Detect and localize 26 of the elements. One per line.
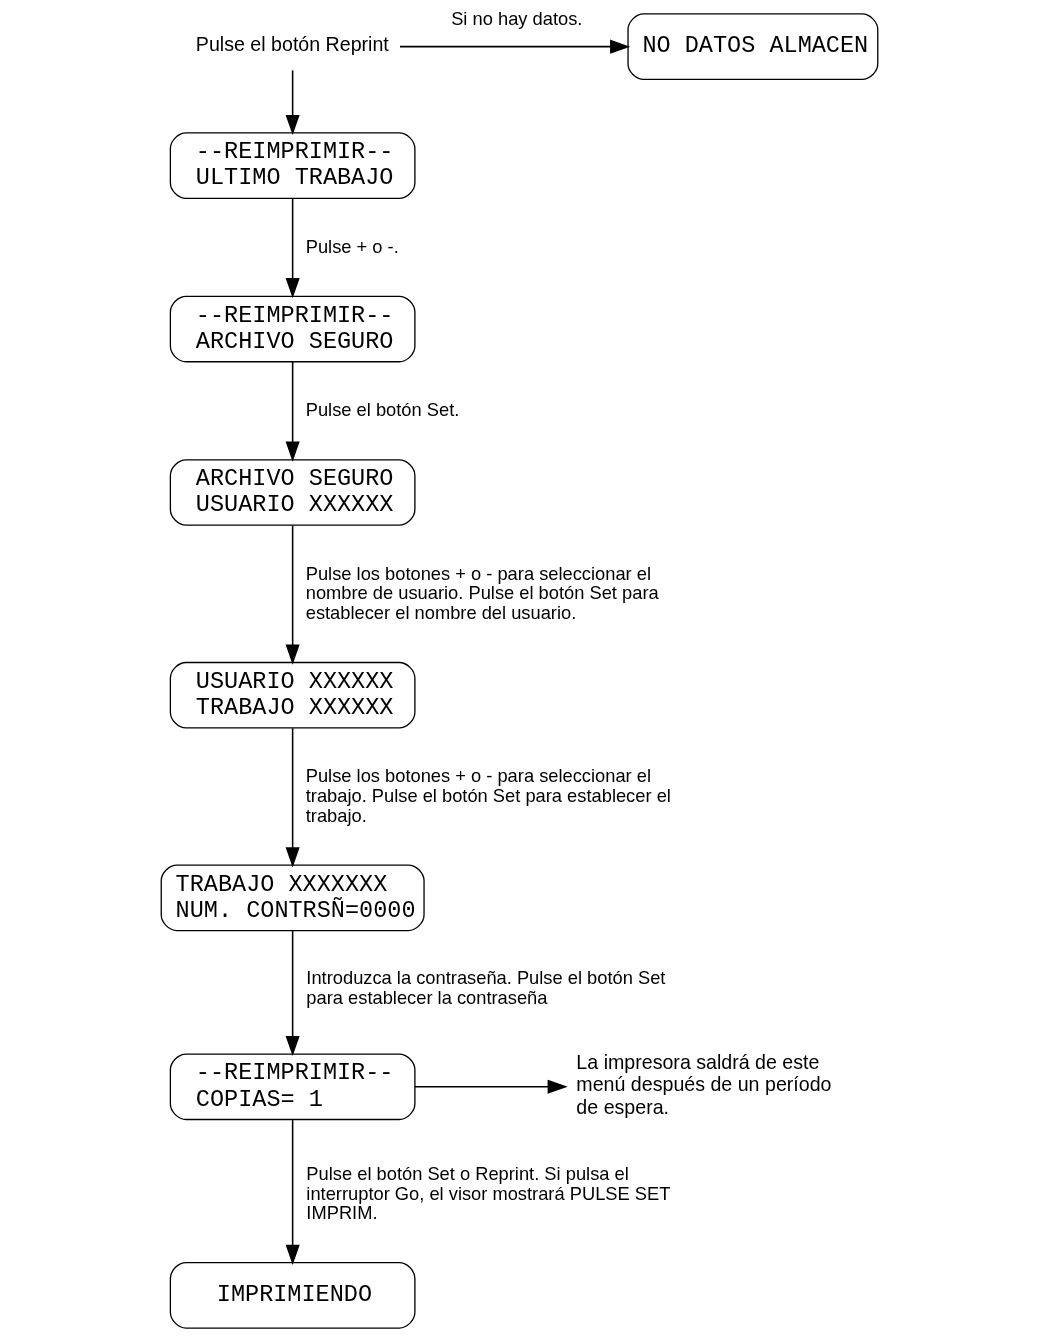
edge-label: Introduzca la contraseña. Pulse el botón Set para establecer la contraseña bbox=[306, 967, 666, 1009]
node-text: Pulse el botón Reprint bbox=[195, 33, 389, 56]
node-box: IMPRIMIENDO bbox=[169, 1262, 416, 1329]
edge-label: Pulse los botones + o - para seleccionar el nombre de usuario. Pulse el botón Set para establecer el nombre del usuario. bbox=[305, 562, 659, 623]
node-box: NO DATOS ALMACEN bbox=[627, 13, 879, 80]
edge-label: Pulse + o -. bbox=[305, 235, 399, 257]
node-box: ARCHIVO SEGURO USUARIO XXXXXX bbox=[169, 459, 416, 526]
node-box: USUARIO XXXXXX TRABAJO XXXXXX bbox=[169, 661, 416, 729]
arrow bbox=[399, 39, 631, 54]
arrow bbox=[414, 1079, 568, 1094]
node-text: La impresora saldrá de este menú después de un período de espera. bbox=[576, 1051, 832, 1118]
node-box: --REIMPRIMIR-- ULTIMO TRABAJO bbox=[169, 132, 416, 199]
node-box: --REIMPRIMIR-- ARCHIVO SEGURO bbox=[169, 295, 416, 363]
node-box: --REIMPRIMIR-- COPIAS= 1 bbox=[169, 1053, 416, 1121]
edge-label: Pulse los botones + o - para seleccionar el trabajo. Pulse el botón Set para establecer el trabajo. bbox=[305, 765, 671, 826]
edge-label: Pulse el botón Set. bbox=[305, 399, 460, 421]
node-box: TRABAJO XXXXXXX NUM. CONTRSÑ=0000 bbox=[160, 864, 425, 932]
edge-label: Pulse el botón Set o Reprint. Si pulsa el interruptor Go, el visor mostrará PULSE SET IMPRIM. bbox=[306, 1162, 671, 1224]
arrow bbox=[285, 361, 300, 462]
arrow bbox=[285, 69, 300, 136]
arrow bbox=[285, 524, 300, 665]
arrow bbox=[285, 197, 300, 299]
arrow bbox=[285, 727, 300, 868]
edge-label: Si no hay datos. bbox=[451, 8, 583, 30]
arrow bbox=[285, 1119, 300, 1265]
arrow bbox=[285, 930, 300, 1057]
